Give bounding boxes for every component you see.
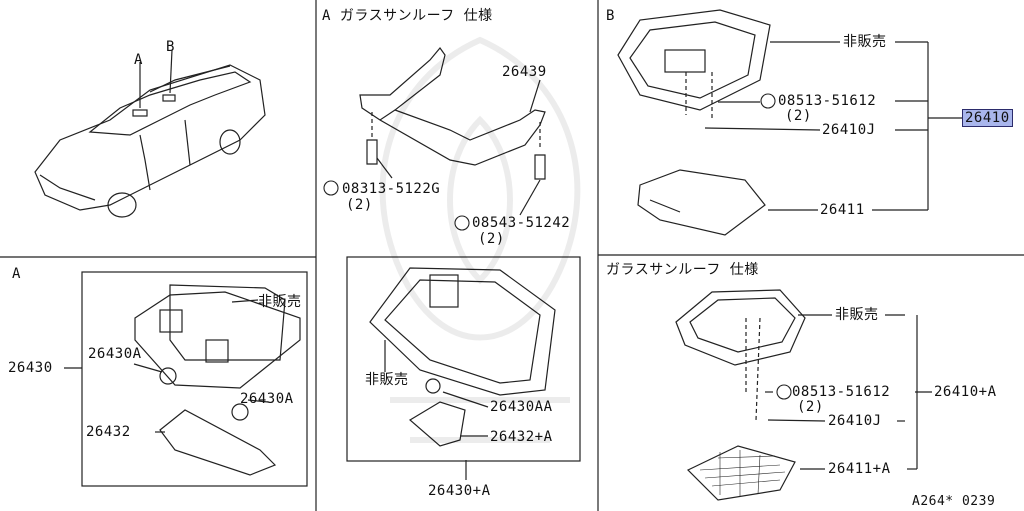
- b-screw-label: 08513-51612: [778, 93, 877, 109]
- center-not-sold-label: 非販売: [365, 372, 409, 388]
- screw-08313-qty: (2): [346, 197, 373, 213]
- screw-08543-label: 08543-51242: [472, 215, 571, 231]
- glass-lens-label: 26411+A: [828, 461, 891, 477]
- center-lens-label: 26432+A: [490, 429, 553, 445]
- a-bulb2-label: 26430A: [240, 391, 294, 407]
- a-lens-label: 26432: [86, 424, 131, 440]
- b-not-sold-label: 非販売: [843, 34, 887, 50]
- part-26439-label: 26439: [502, 64, 547, 80]
- car-illustration: [34, 49, 266, 218]
- watermark-emblem: [379, 36, 581, 443]
- car-label-b: B: [166, 39, 175, 55]
- a-not-sold-label: 非販売: [258, 294, 302, 310]
- a-bulb1-label: 26430A: [88, 346, 142, 362]
- lamp-b-illustration: [617, 9, 962, 236]
- panel-glass-title: ガラスサンルーフ 仕様: [606, 262, 759, 278]
- screw-08543-qty: (2): [478, 231, 505, 247]
- lamp-a-illustration: [64, 271, 308, 487]
- panel-b-title: B: [606, 8, 615, 24]
- b-bulb-label: 26410J: [822, 122, 876, 138]
- glass-not-sold-label: 非販売: [835, 307, 879, 323]
- lamp-glass-illustration: [675, 289, 932, 501]
- a-assembly-label: 26430: [8, 360, 53, 376]
- bracket-illustration: [359, 47, 546, 216]
- center-bulb-label: 26430AA: [490, 399, 553, 415]
- panel-a-title: A: [12, 266, 21, 282]
- b-screw-qty: (2): [785, 108, 812, 124]
- lamp-center-illustration: [346, 256, 581, 480]
- car-label-a: A: [134, 52, 143, 68]
- screw-08313-label: 08313-5122G: [342, 181, 441, 197]
- glass-assembly-label: 26410+A: [934, 384, 997, 400]
- glass-bulb-label: 26410J: [828, 413, 882, 429]
- b-assembly-label-highlighted[interactable]: 26410: [962, 109, 1013, 127]
- panel-a-glass-title: A ガラスサンルーフ 仕様: [322, 8, 493, 24]
- glass-screw-qty: (2): [797, 399, 824, 415]
- center-assembly-label: 26430+A: [428, 483, 491, 499]
- b-lens-label: 26411: [820, 202, 865, 218]
- glass-screw-label: 08513-51612: [792, 384, 891, 400]
- diagram-footer-code: A264* 0239: [912, 494, 996, 509]
